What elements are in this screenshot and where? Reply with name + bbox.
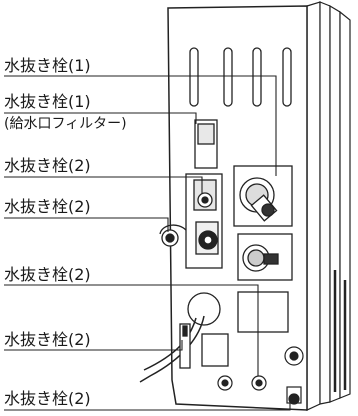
- leader-line-2: [4, 112, 197, 124]
- leader-line-5: [4, 284, 259, 376]
- callout-label-1: 水抜き栓(1): [4, 56, 91, 75]
- filter-cover: [194, 119, 218, 169]
- lower-left-bracket: [179, 323, 229, 369]
- hot-water-fitting: [237, 233, 293, 281]
- bottom-valves: [217, 346, 304, 405]
- gas-inlet: [187, 292, 221, 326]
- leader-line-7: [4, 402, 291, 411]
- lower-service-panel: [237, 291, 289, 333]
- leader-lines: [4, 75, 291, 411]
- vent-slots: [189, 47, 292, 107]
- unit-side-panels: [306, 1, 351, 411]
- callout-label-7: 水抜き栓(2): [4, 389, 91, 408]
- valve-box: [159, 173, 223, 269]
- callout-label-3: 水抜き栓(2): [4, 156, 91, 175]
- callout-label-5: 水抜き栓(2): [4, 265, 91, 284]
- callout-label-4: 水抜き栓(2): [4, 197, 91, 216]
- leader-line-3: [4, 176, 203, 194]
- leader-line-4: [4, 217, 169, 232]
- callout-label-2: 水抜き栓(1): [4, 92, 91, 111]
- leader-line-6: [4, 340, 183, 351]
- callout-label-6: 水抜き栓(2): [4, 330, 91, 349]
- leader-line-1: [4, 75, 277, 176]
- callout-sublabel-2: (給水口フィルター): [4, 116, 127, 132]
- inlet-fitting: [233, 165, 293, 227]
